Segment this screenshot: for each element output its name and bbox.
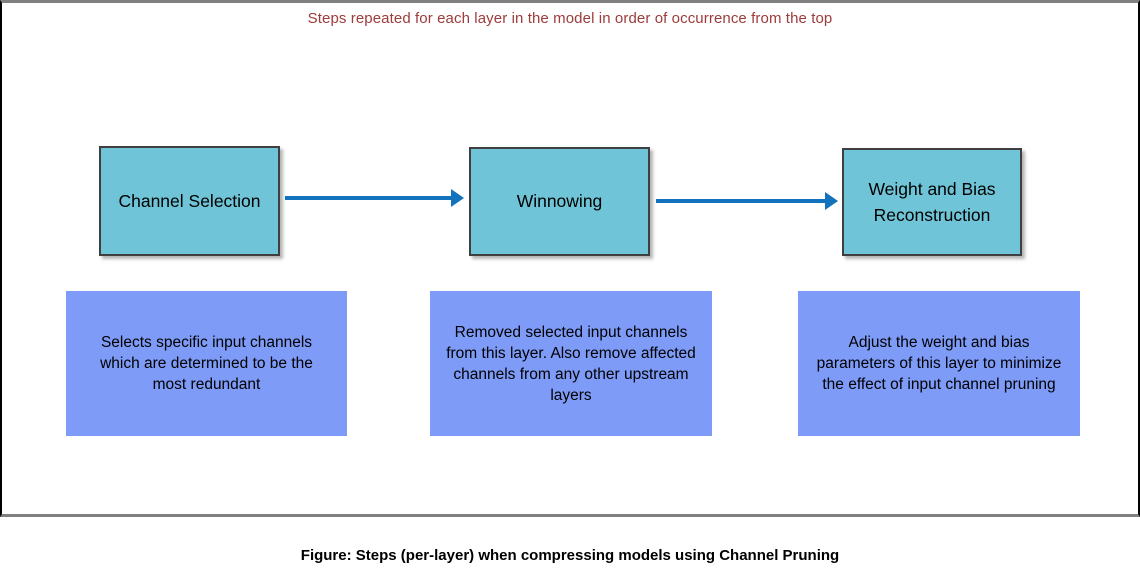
description-text: Selects specific input channels which ar… bbox=[100, 334, 313, 393]
step-box-weight-bias-reconstruction: Weight and Bias Reconstruction bbox=[842, 148, 1022, 256]
flow-arrow-channel-selection-to-winnowing bbox=[285, 188, 464, 208]
description-text: Removed selected input channels from thi… bbox=[446, 323, 696, 404]
description-box-winnowing: Removed selected input channels from thi… bbox=[430, 291, 712, 436]
diagram-frame: Steps repeated for each layer in the mod… bbox=[0, 0, 1140, 517]
step-box-label: Weight and Bias Reconstruction bbox=[868, 178, 996, 225]
step-box-label: Channel Selection bbox=[118, 190, 261, 211]
flow-arrow-winnowing-to-weight-bias-reconstruction bbox=[656, 191, 838, 211]
description-text: Adjust the weight and bias parameters of… bbox=[816, 334, 1062, 393]
step-box-winnowing: Winnowing bbox=[469, 147, 650, 256]
step-box-channel-selection: Channel Selection bbox=[99, 146, 280, 256]
arrow-line bbox=[656, 199, 825, 203]
figure-caption: Figure: Steps (per-layer) when compressi… bbox=[300, 547, 840, 564]
description-box-weight-bias-reconstruction: Adjust the weight and bias parameters of… bbox=[798, 291, 1080, 436]
arrow-right-icon bbox=[825, 192, 838, 210]
arrow-right-icon bbox=[451, 189, 464, 207]
diagram-title: Steps repeated for each layer in the mod… bbox=[307, 10, 833, 27]
description-box-channel-selection: Selects specific input channels which ar… bbox=[66, 291, 347, 436]
arrow-line bbox=[285, 196, 451, 200]
step-box-label: Winnowing bbox=[516, 191, 603, 212]
